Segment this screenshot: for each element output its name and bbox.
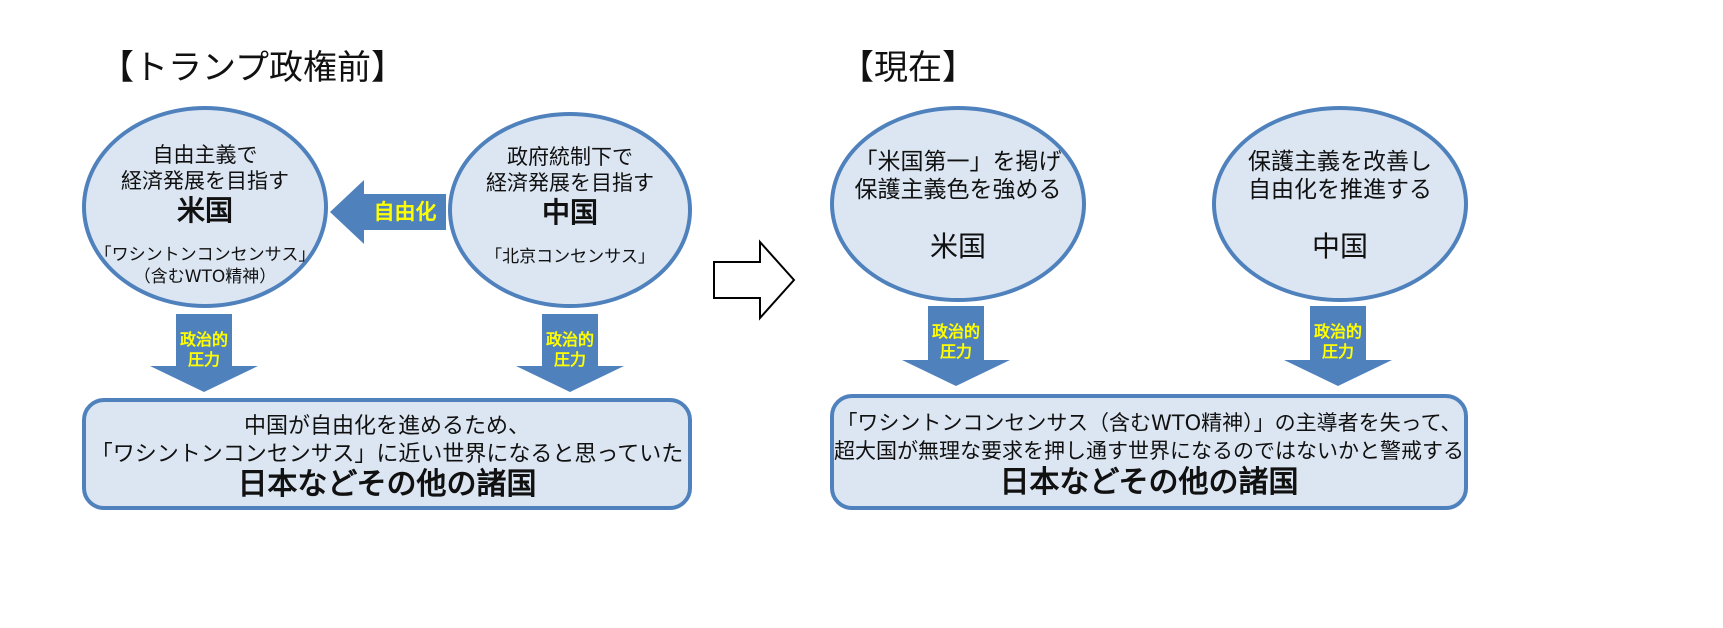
cn-before-line1: 政府統制下で <box>507 145 633 169</box>
pressure-label-3: 政治的 圧力 <box>928 322 984 362</box>
cn-before-name: 中国 <box>541 196 598 229</box>
pressure-label-2-bottom: 圧力 <box>553 350 586 369</box>
liberalize-label: 自由化 <box>373 200 437 224</box>
pressure-down-arrow-icon <box>902 306 1010 386</box>
pressure-label-1-top: 政治的 <box>179 330 228 349</box>
pressure-label-4: 政治的 圧力 <box>1310 322 1366 362</box>
others-now-line3: 日本などその他の諸国 <box>999 465 1299 500</box>
pressure-label-2-top: 政治的 <box>545 330 594 349</box>
us-now-line1: 「米国第一」を掲げ <box>854 149 1062 175</box>
cn-before-consensus: 「北京コンセンサス」 <box>485 247 655 267</box>
pressure-down-arrow-icon <box>150 314 258 392</box>
pressure-label-1: 政治的 圧力 <box>176 330 232 370</box>
pressure-label-4-top: 政治的 <box>1313 322 1362 341</box>
others-now-line2: 超大国が無理な要求を押し通す世界になるのではないかと警戒する <box>834 439 1464 463</box>
us-now-line2: 保護主義色を強める <box>854 177 1062 203</box>
pressure-label-3-top: 政治的 <box>931 322 980 341</box>
liberalize-arrow-icon <box>330 180 446 244</box>
others-before-line3: 日本などその他の諸国 <box>237 467 537 502</box>
pressure-label-1-bottom: 圧力 <box>187 350 220 369</box>
cn-now-line2: 自由化を推進する <box>1248 177 1432 203</box>
us-before-name: 米国 <box>176 194 233 227</box>
cn-circle-before: 政府統制下で 経済発展を目指す 中国 「北京コンセンサス」 <box>448 112 692 308</box>
transition-arrow-icon <box>713 239 796 321</box>
left-heading: 【トランプ政権前】 <box>100 48 405 88</box>
pressure-down-arrow-icon <box>1284 306 1392 386</box>
us-now-name: 米国 <box>929 230 986 263</box>
us-before-note: （含むWTO精神） <box>133 267 277 287</box>
us-before-line2: 経済発展を目指す <box>121 169 289 193</box>
pressure-label-2: 政治的 圧力 <box>542 330 598 370</box>
us-before-consensus: 「ワシントンコンセンサス」 <box>94 245 316 265</box>
others-box-now: 「ワシントンコンセンサス（含むWTO精神）」の主導者を失って、 超大国が無理な要… <box>830 394 1468 510</box>
others-before-line2: 「ワシントンコンセンサス」に近い世界になると思っていた <box>90 442 684 467</box>
cn-now-name: 中国 <box>1311 230 1368 263</box>
others-now-line1: 「ワシントンコンセンサス（含むWTO精神）」の主導者を失って、 <box>836 411 1462 435</box>
others-box-before: 中国が自由化を進めるため、 「ワシントンコンセンサス」に近い世界になると思ってい… <box>82 398 692 510</box>
us-circle-before: 自由主義で 経済発展を目指す 米国 「ワシントンコンセンサス」 （含むWTO精神… <box>82 106 328 308</box>
us-circle-now: 「米国第一」を掲げ 保護主義色を強める 米国 <box>830 106 1086 302</box>
cn-now-line1: 保護主義を改善し <box>1248 149 1432 175</box>
right-heading: 【現在】 <box>840 48 976 88</box>
pressure-label-3-bottom: 圧力 <box>939 342 972 361</box>
cn-circle-now: 保護主義を改善し 自由化を推進する 中国 <box>1212 106 1468 302</box>
us-before-line1: 自由主義で <box>152 143 258 167</box>
pressure-down-arrow-icon <box>516 314 624 392</box>
others-before-line1: 中国が自由化を進めるため、 <box>243 414 530 439</box>
pressure-label-4-bottom: 圧力 <box>1321 342 1354 361</box>
cn-before-line2: 経済発展を目指す <box>486 171 654 195</box>
